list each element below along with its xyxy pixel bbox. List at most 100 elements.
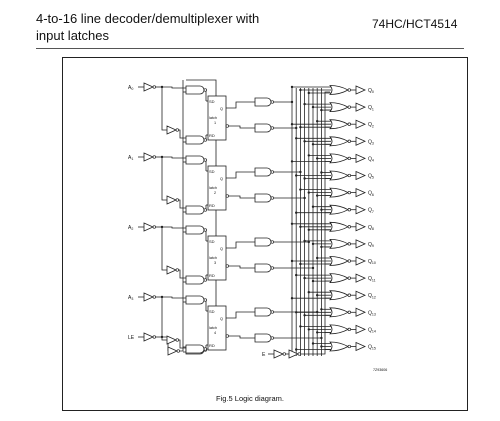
latch-3-sd-pin: SD (209, 239, 215, 244)
output-buffer-q15 (355, 341, 366, 352)
latch-2-number: 2 (214, 191, 216, 195)
output-buffer-q1 (355, 102, 366, 112)
document-title-line-1: 4-to-16 line decoder/demultiplexer with (36, 11, 260, 26)
latch-2-inverter (166, 195, 179, 205)
output-label-q12: Q12 (368, 293, 376, 299)
latch-3-set-gate (185, 225, 207, 235)
latch-2-reset-gate (185, 205, 207, 215)
stage2-gate-1 (254, 97, 274, 107)
output-gate-q8 (329, 221, 351, 232)
output-buffer-q12 (355, 290, 366, 300)
output-buffer-q5 (355, 170, 366, 181)
output-gate-q6 (329, 187, 351, 198)
output-buffer-q14 (355, 324, 366, 335)
diagram-frame (62, 57, 468, 411)
input-label-a0: A0 (128, 85, 133, 91)
latch-3 (207, 235, 229, 281)
input-label-le: LE (128, 335, 135, 341)
le-gate (185, 344, 207, 354)
latch-3-q-pin: Q (220, 247, 223, 251)
input-label-a2: A2 (128, 225, 133, 231)
output-label-q13: Q13 (368, 310, 376, 316)
output-buffer-q11 (355, 273, 366, 283)
stage2-gate-3 (254, 167, 274, 177)
output-gate-q10 (329, 256, 351, 266)
latch-1-rd-pin: RD (209, 133, 215, 138)
latch-2-set-gate (185, 155, 207, 165)
output-gate-q13 (329, 307, 351, 318)
document-title: 4-to-16 line decoder/demultiplexer with … (36, 10, 326, 44)
input-buffer-a2 (143, 222, 156, 232)
latch-4 (207, 305, 229, 351)
output-gate-q3 (329, 136, 351, 147)
output-label-q14: Q14 (368, 327, 376, 333)
input-buffer-a1 (143, 152, 156, 162)
latch-4-number: 4 (214, 331, 216, 335)
output-gate-q1 (329, 102, 351, 113)
latch-1-set-gate (185, 85, 207, 95)
latch-1-inverter (166, 125, 179, 135)
output-gate-q9 (329, 238, 351, 249)
components: A0A1A2A3LESDlatch1RDQSDlatch2RDQSDlatch3… (128, 82, 387, 372)
latch-2-rd-pin: RD (209, 203, 215, 208)
output-gate-q11 (329, 273, 351, 284)
output-buffer-q4 (355, 153, 366, 164)
latch-3-reset-gate (185, 275, 207, 285)
drawing-code: 7Z93606 (373, 368, 387, 372)
output-label-q6: Q6 (368, 191, 374, 197)
latch-1-reset-gate (185, 135, 207, 145)
output-gate-q4 (329, 153, 351, 164)
output-buffer-q0 (355, 85, 366, 95)
output-label-q5: Q5 (368, 174, 374, 180)
enable-buffer (273, 349, 286, 359)
latch-2-sd-pin: SD (209, 169, 215, 174)
latch-1-number: 1 (214, 121, 216, 125)
output-gate-q5 (329, 170, 351, 181)
document-title-line-2: input latches (36, 28, 109, 43)
output-gate-q2 (329, 119, 351, 130)
latch-2-q-pin: Q (220, 177, 223, 181)
output-label-q4: Q4 (368, 156, 374, 162)
latch-4-rd-pin: RD (209, 343, 215, 348)
stage2-gate-6 (254, 263, 274, 273)
header-divider (36, 48, 464, 49)
latch-1 (207, 95, 229, 141)
output-buffer-q7 (355, 205, 366, 215)
stage2-gate-5 (254, 237, 274, 247)
latch-2 (207, 165, 229, 211)
latch-1-q-pin: Q (220, 107, 223, 111)
output-buffer-q9 (355, 239, 366, 249)
latch-4-label: latch (209, 326, 217, 330)
output-buffer-q3 (355, 136, 366, 146)
figure-caption: Fig.5 Logic diagram. (216, 394, 284, 403)
input-label-a3: A3 (128, 295, 133, 301)
output-gate-q14 (329, 324, 351, 335)
latch-4-inverter (166, 335, 179, 345)
output-buffer-q10 (355, 256, 366, 266)
output-label-q7: Q7 (368, 208, 374, 214)
output-label-q15: Q15 (368, 345, 376, 351)
output-gate-q12 (329, 290, 351, 301)
latch-4-q-pin: Q (220, 317, 223, 321)
output-label-q10: Q10 (368, 259, 376, 265)
latch-3-number: 3 (214, 261, 216, 265)
output-buffer-q13 (355, 307, 366, 317)
wiring (138, 79, 364, 356)
stage2-gate-4 (254, 193, 274, 203)
input-buffer-a0 (143, 82, 156, 92)
enable-inverter (288, 349, 301, 359)
output-label-q2: Q2 (368, 122, 374, 128)
part-number: 74HC/HCT4514 (372, 17, 458, 31)
output-buffer-q2 (355, 119, 366, 129)
enable-label: E (262, 352, 266, 358)
latch-3-rd-pin: RD (209, 273, 215, 278)
latch-2-label: latch (209, 186, 217, 190)
stage2-gate-7 (254, 307, 274, 317)
output-label-q1: Q1 (368, 105, 374, 111)
input-label-a1: A1 (128, 155, 133, 161)
stage2-gate-2 (254, 123, 274, 133)
output-label-q9: Q9 (368, 242, 374, 248)
latch-4-sd-pin: SD (209, 309, 215, 314)
output-label-q8: Q8 (368, 225, 374, 231)
